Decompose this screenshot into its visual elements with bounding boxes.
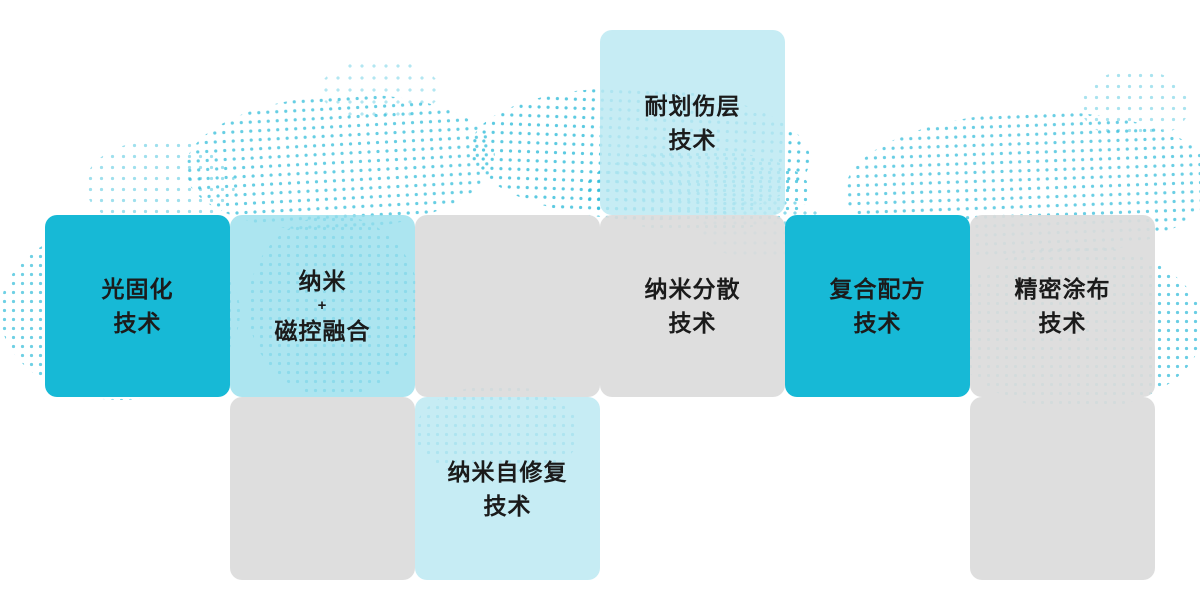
box-label-line: 技术 [483,492,532,519]
box-label-line: 纳米分散 [644,276,741,302]
box-label-line: 纳米 [298,268,347,294]
box-label-line: 技术 [113,310,162,336]
box-label-line: 光固化 [101,276,174,302]
box-empty-bottom-right [970,397,1155,580]
dot-cluster [1080,70,1190,140]
box-composite-formula: 复合配方 技术 [785,215,970,397]
box-nano-self-healing: 纳米自修复 技术 [415,397,600,580]
box-scratch-resistant-layer: 耐划伤层 技术 [600,30,785,215]
box-nano-dispersion: 纳米分散 技术 [600,215,785,397]
dot-cluster [320,60,440,120]
box-label-line: 磁控融合 [274,318,371,344]
box-label-line: 技术 [1038,310,1087,336]
box-label-line: 技术 [668,126,717,153]
box-empty-bottom-left [230,397,415,580]
box-label-line: 纳米自修复 [447,458,568,485]
box-label-line: 技术 [668,310,717,336]
plus-symbol: + [317,297,328,314]
box-label-line: 精密涂布 [1014,276,1111,302]
box-empty-middle [415,215,600,397]
box-label-line: 复合配方 [829,276,926,302]
box-light-curing: 光固化 技术 [45,215,230,397]
box-precision-coating: 精密涂布 技术 [970,215,1155,397]
box-label-line: 技术 [853,310,902,336]
box-label-line: 耐划伤层 [644,92,741,119]
box-nano-magnetron-fusion: 纳米 + 磁控融合 [230,215,415,397]
